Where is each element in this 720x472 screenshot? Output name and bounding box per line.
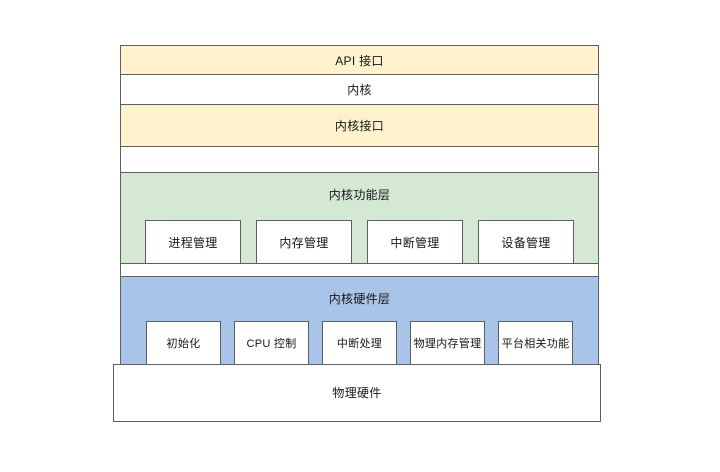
- layer-api-interface-label: API 接口: [335, 53, 384, 68]
- module-physical-memory-management: 物理内存管理: [410, 320, 485, 366]
- module-memory-management: 内存管理: [256, 219, 352, 265]
- module-process-management: 进程管理: [145, 219, 241, 265]
- layer-kernel-function: 内核功能层 进程管理 内存管理 中断管理 设备管理: [120, 172, 599, 265]
- layer-physical-hardware-label: 物理硬件: [332, 386, 382, 400]
- layer-api-interface: API 接口: [120, 45, 599, 75]
- kernel-hardware-modules: 初始化 CPU 控制 中断处理 物理内存管理 平台相关功能: [121, 320, 598, 366]
- layer-kernel-label: 内核: [347, 83, 372, 97]
- kernel-architecture-diagram: API 接口 内核 内核接口 内核功能层 进程管理 内存管理 中断管理 设备管理…: [113, 45, 601, 422]
- layer-kernel-hardware-label: 内核硬件层: [328, 292, 391, 306]
- module-interrupt-management: 中断管理: [367, 219, 463, 265]
- layer-kernel-function-label: 内核功能层: [328, 188, 391, 202]
- module-initialization: 初始化: [146, 320, 221, 366]
- module-cpu-control: CPU 控制: [234, 320, 309, 366]
- module-interrupt-handling: 中断处理: [322, 320, 397, 366]
- module-platform-functions: 平台相关功能: [498, 320, 573, 366]
- module-device-management: 设备管理: [478, 219, 574, 265]
- layer-kernel-interface: 内核接口: [120, 104, 599, 147]
- layer-kernel-interface-label: 内核接口: [334, 119, 385, 133]
- layer-kernel: 内核: [120, 73, 599, 106]
- layer-kernel-hardware: 内核硬件层 初始化 CPU 控制 中断处理 物理内存管理 平台相关功能: [120, 276, 599, 366]
- layer-physical-hardware: 物理硬件: [113, 363, 601, 422]
- kernel-function-modules: 进程管理 内存管理 中断管理 设备管理: [121, 219, 598, 265]
- spacer-row-upper: [120, 145, 599, 174]
